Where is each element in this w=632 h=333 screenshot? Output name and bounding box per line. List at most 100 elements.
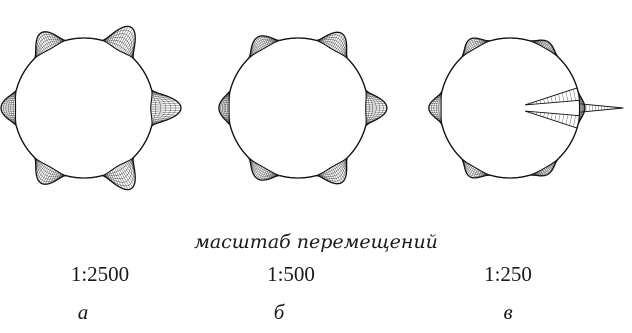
spike-hatch: [558, 113, 561, 122]
mesh-hatch: [542, 40, 546, 47]
mesh-hatch: [35, 162, 43, 171]
mesh-hatch: [478, 38, 482, 46]
mesh-hatch: [128, 49, 135, 56]
mesh-hatch: [265, 170, 271, 180]
mesh-hatch: [472, 38, 478, 47]
mesh-hatch: [250, 49, 255, 55]
mesh-band: [8, 36, 167, 180]
mesh-hatch: [468, 39, 475, 49]
mesh-hatch: [268, 36, 272, 45]
mesh-hatch: [270, 172, 274, 179]
mesh-hatch: [150, 105, 181, 107]
mesh-hatch: [109, 171, 116, 185]
mesh-hatch: [108, 172, 113, 183]
mesh-hatch: [7, 116, 16, 119]
mesh-hatch: [44, 31, 54, 48]
mesh-hatch: [472, 169, 478, 178]
scale-label-c: 1:250: [484, 262, 532, 286]
mesh-hatch: [434, 99, 442, 101]
mesh-hatch: [333, 165, 344, 182]
mesh-hatch: [151, 116, 169, 120]
mesh-hatch: [328, 168, 337, 184]
mesh-hatch: [223, 97, 230, 100]
mesh-hatch: [366, 97, 379, 100]
mesh-hatch: [434, 115, 442, 117]
mesh-hatch: [253, 165, 261, 176]
mesh-hatch: [127, 161, 135, 171]
ring-inner-edge: [228, 37, 367, 179]
displacement-spike: [524, 110, 580, 129]
mesh-hatch: [366, 118, 376, 121]
mesh-hatch: [465, 163, 470, 170]
mesh-hatch: [250, 161, 255, 167]
mesh-hatch: [35, 161, 41, 168]
spike-hatch: [562, 114, 565, 124]
mesh-hatch: [480, 39, 484, 45]
mesh-hatch: [328, 32, 337, 48]
mesh-band: [3, 29, 177, 187]
mesh-hatch: [549, 46, 553, 51]
scale-label-b: 1:500: [267, 262, 315, 286]
mesh-hatch: [252, 163, 258, 172]
mesh-hatch: [5, 114, 16, 117]
mesh-hatch: [114, 26, 126, 49]
mesh-hatch: [108, 33, 113, 44]
mesh-hatch: [122, 33, 136, 53]
mesh-hatch: [3, 101, 16, 103]
mesh-hatch: [336, 164, 346, 178]
mesh-hatch: [2, 111, 16, 113]
mesh-hatch: [334, 165, 345, 180]
mesh-hatch: [334, 36, 345, 51]
mesh-hatch: [150, 102, 179, 105]
mesh-hatch: [117, 26, 131, 50]
mesh-hatch: [56, 35, 60, 44]
mesh-hatch: [322, 172, 326, 180]
mesh-hatch: [331, 166, 342, 183]
mesh-hatch: [251, 47, 257, 54]
mesh-hatch: [366, 116, 379, 119]
spike-hatch: [569, 114, 572, 126]
mesh-hatch: [42, 32, 52, 49]
mesh-hatch: [47, 31, 55, 47]
displacement-scale-caption: масштаб перемещений: [194, 231, 438, 253]
mesh-hatch: [251, 162, 257, 169]
spike-hatch: [550, 96, 553, 103]
mesh-hatch: [38, 34, 49, 51]
mesh-hatch: [112, 169, 123, 189]
mesh-band: [220, 34, 384, 182]
mesh-hatch: [365, 111, 386, 113]
panel-letter-a: а: [77, 300, 89, 324]
mesh-band: [5, 33, 172, 183]
mesh-hatch: [122, 163, 136, 183]
mesh-hatch: [330, 32, 340, 49]
mesh-hatch: [223, 116, 230, 119]
mesh-hatch: [35, 48, 41, 55]
mesh-hatch: [253, 40, 261, 51]
mesh-hatch: [220, 113, 230, 115]
mesh-hatch: [268, 171, 272, 180]
mesh-hatch: [366, 95, 376, 98]
mesh-hatch: [257, 167, 264, 179]
mesh-hatch: [36, 163, 44, 174]
mesh-hatch: [467, 41, 473, 50]
spike-hatch: [543, 98, 545, 104]
mesh-hatch: [324, 171, 329, 182]
mesh-hatch: [325, 170, 332, 183]
mesh-hatch: [36, 42, 44, 53]
mesh-hatch: [125, 162, 136, 175]
displacement-spike: [579, 103, 624, 113]
mesh-hatch: [123, 37, 136, 54]
mesh-hatch: [538, 40, 542, 45]
mesh-hatch: [53, 34, 58, 45]
mesh-hatch: [151, 120, 161, 123]
mesh-hatch: [432, 113, 442, 115]
mesh-hatch: [470, 38, 477, 48]
mesh-hatch: [540, 170, 544, 176]
mesh-hatch: [475, 170, 480, 178]
mesh-hatch: [542, 169, 546, 176]
mesh-hatch: [151, 98, 173, 102]
spike-hatch: [539, 100, 541, 104]
mesh-hatch: [261, 169, 268, 181]
mesh-hatch: [365, 99, 382, 102]
mesh-hatch: [324, 34, 329, 45]
